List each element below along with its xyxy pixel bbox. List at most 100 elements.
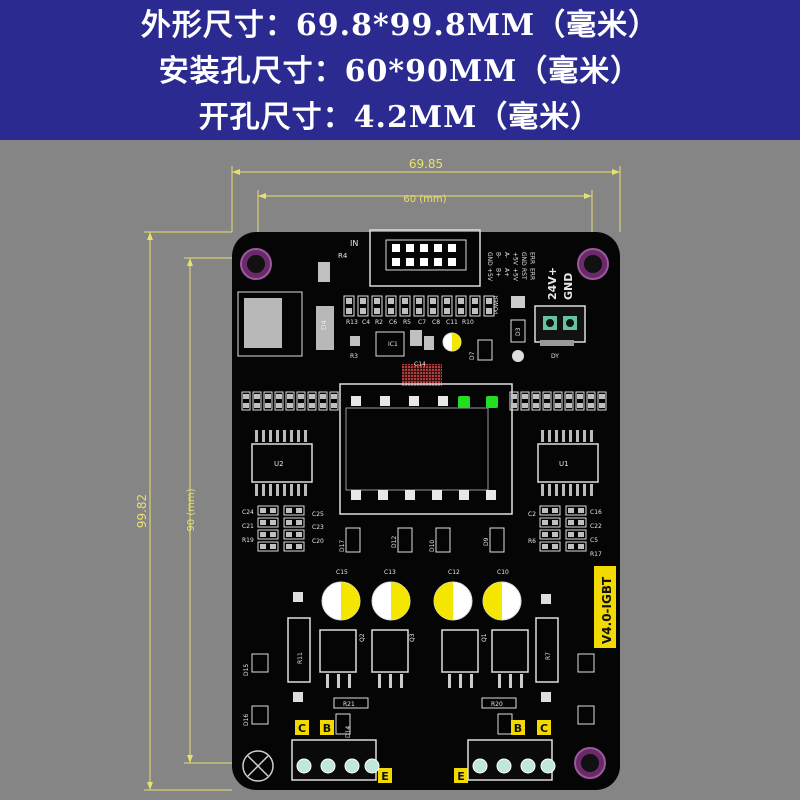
terminal-24v-label: 24V+: [546, 267, 559, 300]
chip-pin: [290, 484, 293, 496]
in-pin: [448, 244, 456, 252]
c6-label: C6: [389, 319, 397, 326]
capacitor-clusters: [257, 505, 587, 552]
array-pad: [533, 403, 539, 408]
in-pin: [392, 244, 400, 252]
smd-pad: [542, 532, 548, 537]
array-resistor: [274, 391, 284, 411]
in-pin-label-top: GND: [520, 252, 527, 266]
array-pad: [331, 394, 337, 399]
dy-label: DY: [551, 353, 559, 360]
igbt-leg: [498, 674, 501, 688]
r11-label: R11: [297, 652, 304, 664]
smd-cap: [283, 529, 305, 540]
array-pad: [544, 403, 550, 408]
in-pin-label-top: ERR: [529, 252, 536, 264]
igbt-leg: [448, 674, 451, 688]
array-pad: [588, 403, 594, 408]
c23-label: C23: [312, 524, 324, 531]
smd-pad: [286, 544, 292, 549]
power-terminal: [534, 305, 586, 343]
smd-pad: [552, 544, 558, 549]
in-pin-label-bottom: RST: [520, 268, 527, 280]
c22-label: C22: [590, 523, 602, 530]
side-resistor-arrays: [241, 391, 607, 411]
terminal-labels: 24V+ GND: [546, 267, 575, 300]
array-pad: [577, 394, 583, 399]
hole-height-label: 90 (mm): [186, 488, 197, 531]
c12-label: C12: [448, 569, 460, 576]
smd-pad: [260, 544, 266, 549]
array-pad: [254, 403, 260, 408]
array-resistor: [296, 391, 306, 411]
smd-pad: [568, 544, 574, 549]
center-module: [339, 383, 513, 515]
smd-pad: [444, 298, 450, 304]
chip-pin: [562, 430, 565, 442]
chip-pin: [283, 484, 286, 496]
c21-label: C21: [242, 523, 254, 530]
tag-e-left: E: [381, 770, 389, 783]
smd-pad: [286, 532, 292, 537]
c24-label: C24: [242, 509, 254, 516]
array-pad: [276, 403, 282, 408]
array-pad: [309, 394, 315, 399]
array-pad: [544, 394, 550, 399]
r19-label: R19: [242, 537, 254, 544]
in-pin: [420, 258, 428, 266]
smd-part: [371, 295, 383, 317]
q2-label: Q2: [359, 633, 366, 642]
module-pad-top: [409, 396, 419, 406]
chip-pin: [548, 430, 551, 442]
chip-pin: [283, 430, 286, 442]
gate-resistors: [333, 697, 517, 735]
array-resistor: [564, 391, 574, 411]
module-pad-bottom: [432, 490, 442, 500]
smd-pad: [486, 298, 492, 304]
chip-pin: [304, 430, 307, 442]
smd-cap: [565, 529, 587, 540]
outer-width-label: 69.85: [409, 157, 443, 171]
diode-row: [345, 527, 505, 553]
smd-pad: [444, 308, 450, 314]
igbt-leg: [400, 674, 403, 688]
cbe-tags: [295, 720, 551, 783]
smd-pad: [458, 308, 464, 314]
smd-cap: [565, 505, 587, 516]
smd-part: [357, 295, 369, 317]
smd-pad: [416, 308, 422, 314]
smd-pad: [286, 508, 292, 513]
ic1-label: IC1: [388, 341, 398, 348]
c2-label: C2: [528, 511, 536, 518]
d17-label: D17: [339, 540, 346, 552]
smd-cap: [283, 541, 305, 552]
terminal-screw: [364, 758, 380, 774]
chip-pin: [290, 430, 293, 442]
chip-pin: [269, 430, 272, 442]
array-pad: [265, 403, 271, 408]
terminal-gnd-label: GND: [562, 273, 575, 300]
igbt-leg: [326, 674, 329, 688]
chip-pin: [590, 484, 593, 496]
in-pin-label-top: B-: [495, 252, 502, 258]
u2-label: U2: [274, 460, 284, 468]
smd-pad: [296, 508, 302, 513]
chip-pin: [541, 430, 544, 442]
array-pad: [243, 394, 249, 399]
pcb-board: [232, 232, 620, 790]
smd-pad: [552, 532, 558, 537]
terminal-screw: [472, 758, 488, 774]
smd-pad: [568, 508, 574, 513]
smd-cap: [283, 505, 305, 516]
r3-label: R3: [350, 353, 358, 360]
version-badge: [594, 566, 616, 648]
smd-pad: [360, 298, 366, 304]
smd-pad: [346, 298, 352, 304]
smd-pad: [270, 520, 276, 525]
smd-pad: [430, 298, 436, 304]
terminal-screw: [496, 758, 512, 774]
igbt-transistors: [319, 629, 529, 673]
module-pad-bottom: [378, 490, 388, 500]
smd-cap: [257, 529, 279, 540]
tag-e-right: E: [457, 770, 465, 783]
